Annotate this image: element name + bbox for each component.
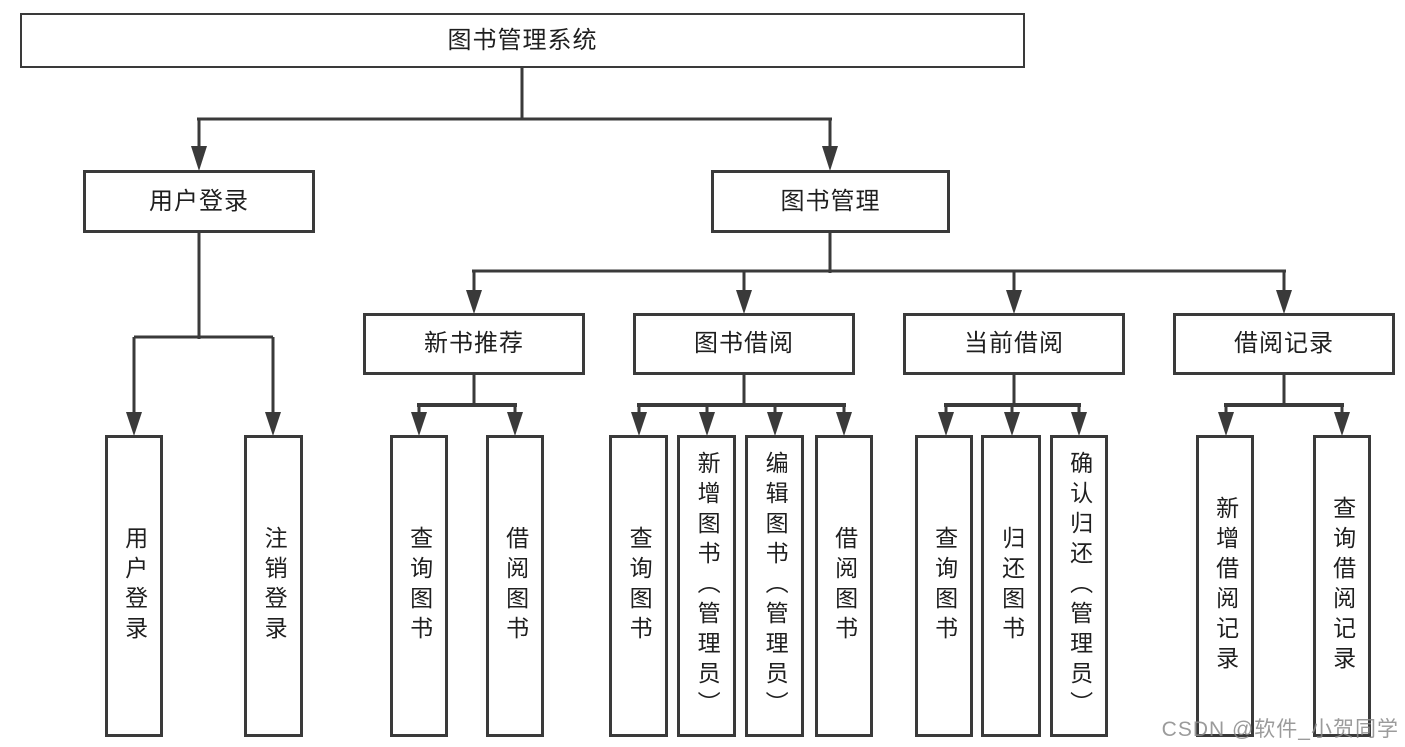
node-book-mgmt-label: 图书管理: [780, 187, 881, 215]
node-leaf-br-add-record-label: 新增借阅记录: [1212, 496, 1239, 676]
node-leaf-nbr-borrow-books: 借阅图书: [486, 435, 544, 737]
csdn-watermark: CSDN @软件_小贺同学: [1161, 718, 1399, 741]
node-leaf-bb-query-books: 查询图书: [609, 435, 668, 737]
node-leaf-cb-query-books-label: 查询图书: [931, 526, 958, 646]
node-new-book-rec-label: 新书推荐: [424, 330, 524, 357]
node-leaf-cb-return-books-label: 归还图书: [998, 526, 1025, 646]
node-leaf-bb-add-books-admin: 新增图书（管理员）: [677, 435, 736, 737]
node-book-borrow: 图书借阅: [633, 313, 855, 375]
connector-new-book-split: [411, 375, 523, 436]
node-leaf-cb-confirm-return-admin-label: 确认归还（管理员）: [1066, 451, 1093, 721]
node-leaf-bb-borrow-books-label: 借阅图书: [831, 526, 858, 646]
node-leaf-bb-edit-books-admin-label: 编辑图书（管理员）: [762, 451, 789, 721]
node-root-label: 图书管理系统: [447, 26, 598, 54]
connector-book-borrow-split: [631, 375, 852, 436]
node-leaf-logout: 注销登录: [244, 435, 303, 737]
connector-book-mgmt-split: [466, 233, 1292, 314]
connector-user-login-split: [126, 233, 281, 436]
node-leaf-user-login: 用户登录: [105, 435, 163, 737]
node-leaf-br-query-record-label: 查询借阅记录: [1329, 496, 1356, 676]
node-leaf-bb-edit-books-admin: 编辑图书（管理员）: [745, 435, 804, 737]
node-leaf-cb-return-books: 归还图书: [981, 435, 1041, 737]
connector-current-borrow-split: [938, 375, 1087, 436]
node-leaf-bb-query-books-label: 查询图书: [626, 526, 653, 646]
connector-borrow-record-split: [1218, 375, 1350, 436]
node-leaf-nbr-borrow-books-label: 借阅图书: [502, 526, 529, 646]
node-leaf-nbr-query-books: 查询图书: [390, 435, 448, 737]
node-user-login-label: 用户登录: [149, 187, 249, 215]
connector-root-split: [191, 68, 838, 171]
node-root-system: 图书管理系统: [20, 13, 1025, 68]
node-book-mgmt: 图书管理: [711, 170, 950, 233]
node-leaf-br-add-record: 新增借阅记录: [1196, 435, 1254, 737]
node-book-borrow-label: 图书借阅: [694, 330, 794, 357]
node-leaf-bb-add-books-admin-label: 新增图书（管理员）: [694, 451, 721, 721]
node-leaf-cb-query-books: 查询图书: [915, 435, 973, 737]
node-borrow-record: 借阅记录: [1173, 313, 1395, 375]
node-leaf-logout-label: 注销登录: [261, 526, 288, 646]
node-leaf-bb-borrow-books: 借阅图书: [815, 435, 873, 737]
node-leaf-br-query-record: 查询借阅记录: [1313, 435, 1371, 737]
node-leaf-user-login-label: 用户登录: [121, 526, 148, 646]
node-current-borrow-label: 当前借阅: [964, 330, 1064, 357]
node-new-book-rec: 新书推荐: [363, 313, 585, 375]
node-leaf-cb-confirm-return-admin: 确认归还（管理员）: [1050, 435, 1108, 737]
node-borrow-record-label: 借阅记录: [1234, 330, 1334, 357]
node-leaf-nbr-query-books-label: 查询图书: [406, 526, 433, 646]
node-current-borrow: 当前借阅: [903, 313, 1125, 375]
node-user-login: 用户登录: [83, 170, 315, 233]
